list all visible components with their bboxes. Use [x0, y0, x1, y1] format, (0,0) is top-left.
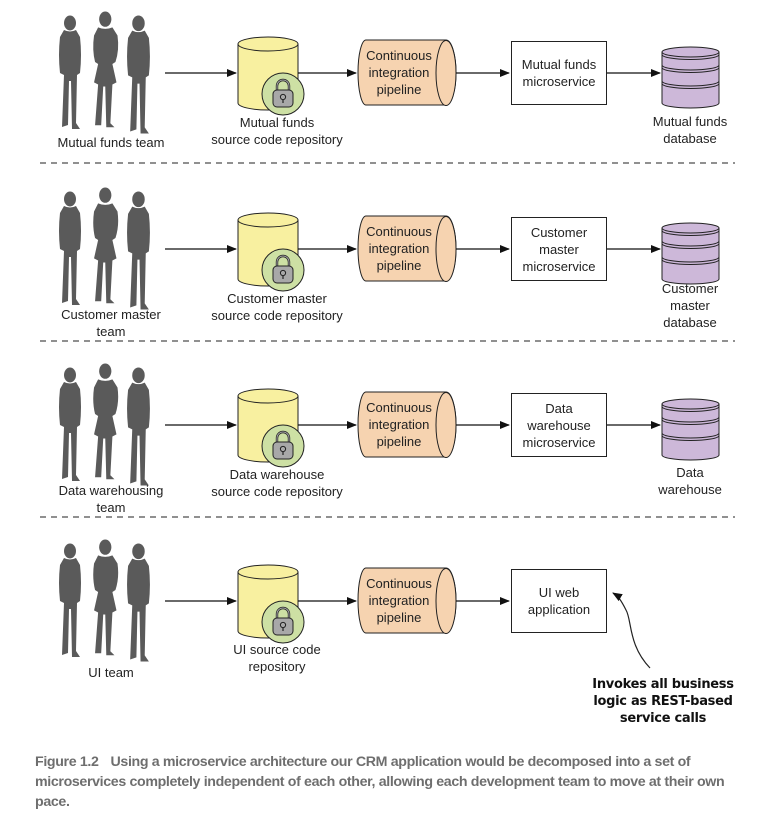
row-4 [59, 539, 457, 662]
microservice-box: Customer master microservice [511, 217, 607, 281]
team-people-icon [59, 539, 150, 662]
person-silhouette-icon [93, 363, 119, 480]
person-silhouette-icon [93, 539, 119, 656]
lock-icon [261, 600, 305, 644]
repository-label: UI source code repository [233, 642, 321, 674]
web-application-box: UI web application [511, 569, 607, 633]
person-silhouette-icon [59, 15, 81, 129]
person-silhouette-icon [127, 191, 150, 310]
row-3 [59, 363, 720, 486]
team-people-icon [59, 187, 150, 310]
database-label: Data warehouse [658, 465, 722, 497]
annotation-note: Invokes all business logic as REST-based… [592, 677, 734, 726]
repository-label: Data warehouse source code repository [211, 467, 343, 499]
person-silhouette-icon [59, 543, 81, 657]
pipeline-cylinder-icon [357, 39, 457, 106]
lock-icon [261, 248, 305, 292]
repository-label: Customer master source code repository [211, 291, 343, 323]
lock-icon [261, 424, 305, 468]
lock-icon [261, 72, 305, 116]
team-people-icon [59, 11, 150, 134]
microservice-box: Data warehouse microservice [511, 393, 607, 457]
person-silhouette-icon [59, 367, 81, 481]
figure-caption-text: Using a microservice architecture our CR… [35, 754, 725, 810]
team-label: Data warehousing team [58, 483, 164, 515]
pipeline-cylinder-icon [357, 391, 457, 458]
repository-label: Mutual funds source code repository [211, 115, 343, 147]
database-stack-icon [661, 46, 720, 109]
pipeline-label: Continuous integration pipeline [366, 576, 432, 625]
database-stack-icon [661, 222, 720, 285]
pipeline-cylinder-icon [357, 215, 457, 282]
database-stack-icon [661, 398, 720, 461]
row-2 [59, 187, 720, 310]
person-silhouette-icon [59, 191, 81, 305]
person-silhouette-icon [93, 187, 119, 304]
team-label: UI team [88, 665, 134, 680]
person-silhouette-icon [127, 543, 150, 662]
team-label: Mutual funds team [57, 135, 165, 150]
pipeline-label: Continuous integration pipeline [366, 400, 432, 449]
microservice-box: Mutual funds microservice [511, 41, 607, 105]
team-label: Customer master team [61, 307, 161, 339]
person-silhouette-icon [127, 15, 150, 134]
pipeline-cylinder-icon [357, 567, 457, 634]
database-label: Customer master database [661, 281, 719, 330]
architecture-diagram [40, 11, 735, 669]
database-label: Mutual funds database [652, 114, 728, 146]
team-people-icon [59, 363, 150, 486]
pipeline-label: Continuous integration pipeline [366, 48, 432, 97]
figure-number: Figure 1.2 [35, 754, 99, 770]
row-1 [59, 11, 720, 134]
pipeline-label: Continuous integration pipeline [366, 224, 432, 273]
annotation-arrow [612, 592, 651, 669]
person-silhouette-icon [127, 367, 150, 486]
person-silhouette-icon [93, 11, 119, 128]
